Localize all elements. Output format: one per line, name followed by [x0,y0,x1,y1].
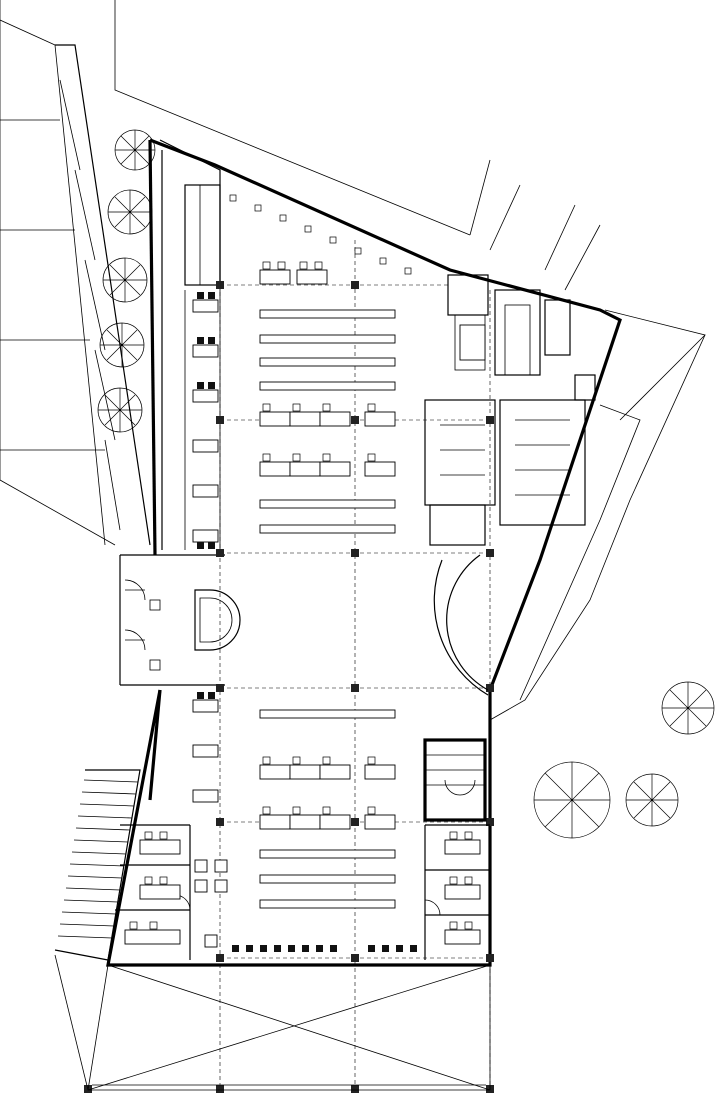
shelving-upper [259,309,396,534]
reading-tables-lower [124,764,481,945]
shelving-lower [259,709,396,909]
study-carrels-left [192,299,219,803]
outer-walls [106,138,622,967]
perimeter-seats [229,194,412,275]
trees-left [97,129,156,433]
lower-stair-core [423,738,487,822]
external-stair [54,769,141,961]
right-cores [424,274,596,546]
chairs [129,261,473,952]
entrance-canopy [54,954,491,1091]
trees-right [533,681,715,839]
site-context [0,0,706,721]
lower-rooms [115,824,490,960]
reading-tables-upper [259,269,396,477]
misc-furniture [194,324,486,948]
column-grid [219,240,491,1090]
left-facade-louvres [0,19,151,546]
entrance-lobby [124,579,241,671]
curved-reading-area [433,554,489,696]
columns [84,281,494,1093]
